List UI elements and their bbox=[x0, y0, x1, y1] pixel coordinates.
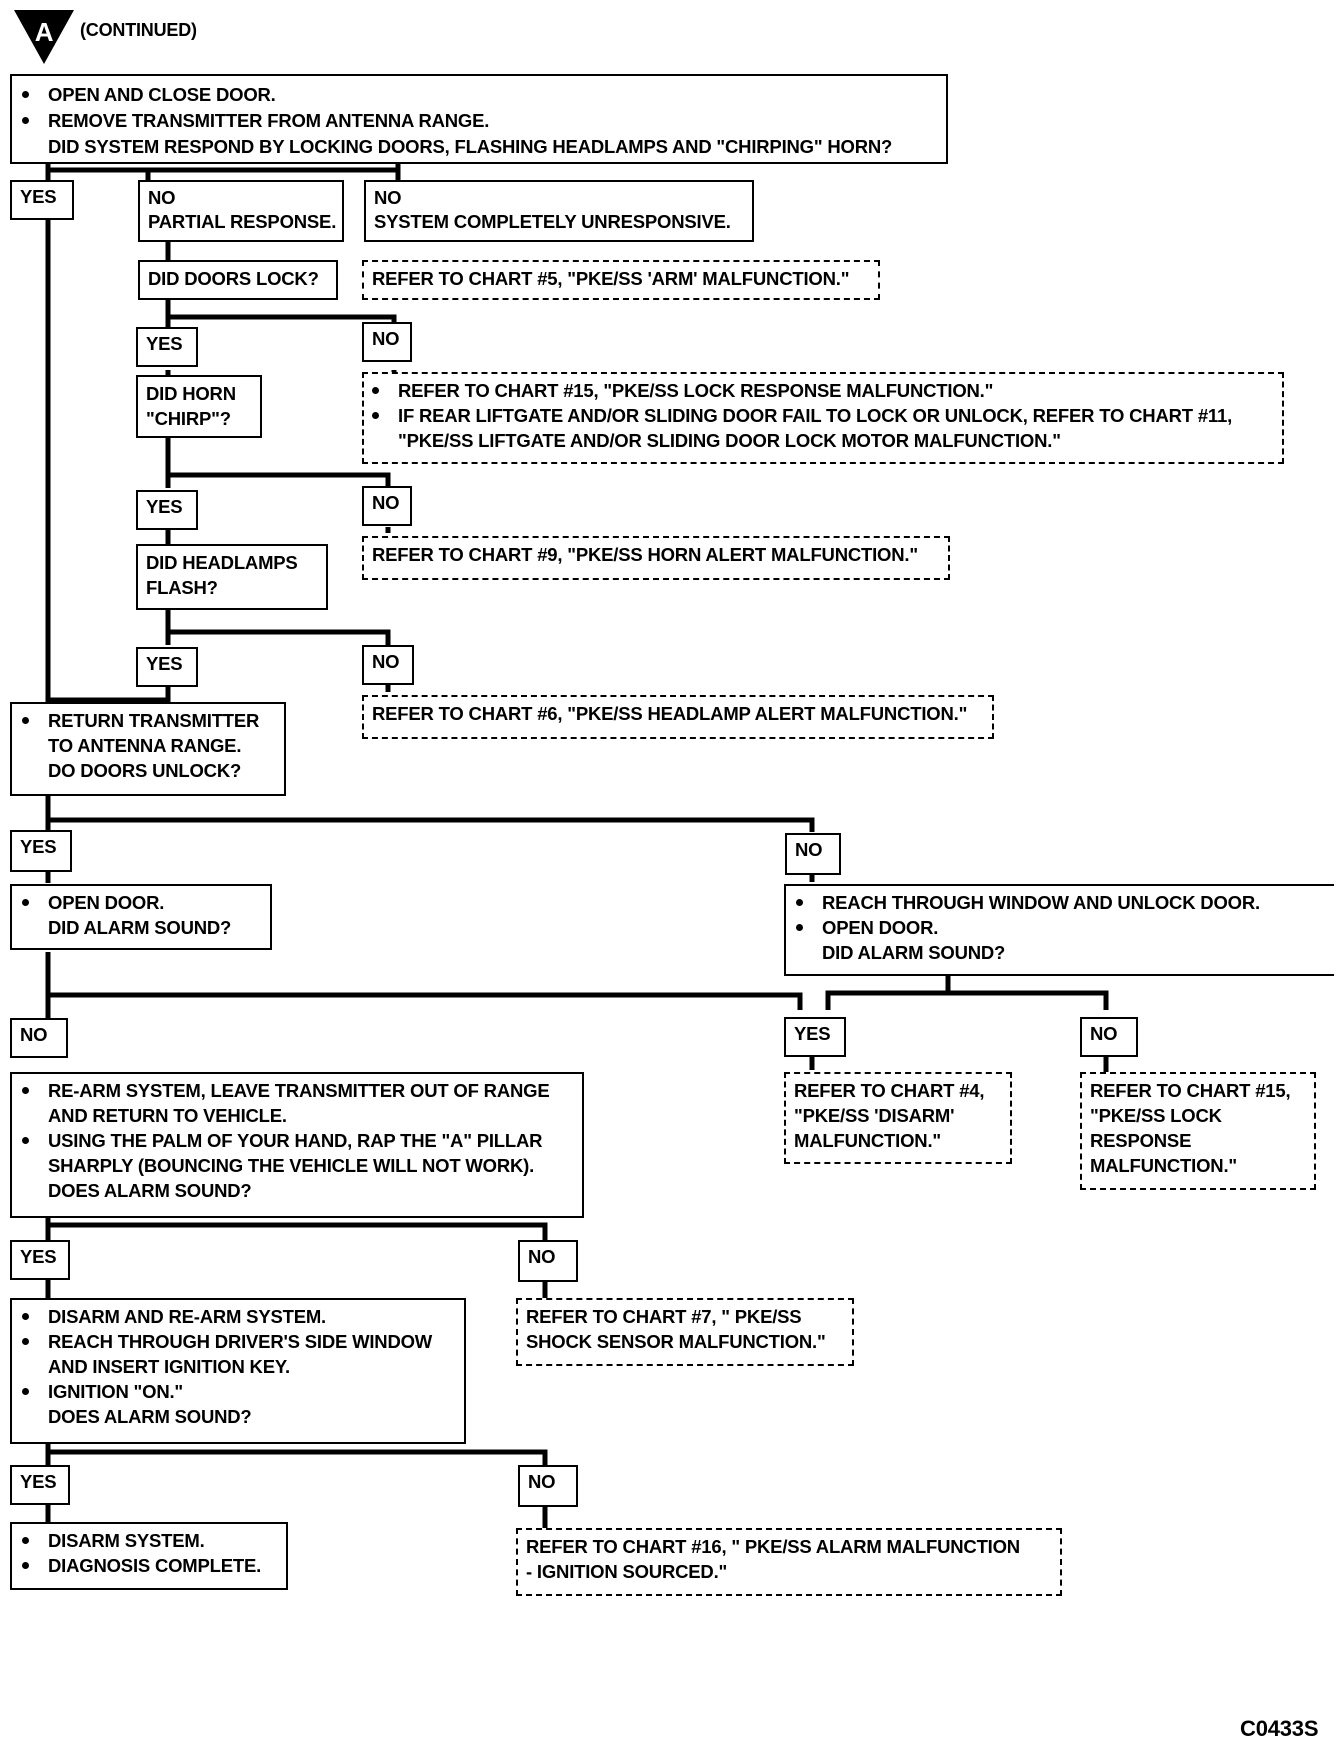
box-line: "CHIRP"? bbox=[146, 408, 231, 429]
ref-chart-9-text: REFER TO CHART #9, "PKE/SS HORN ALERT MA… bbox=[372, 544, 918, 565]
yes-label: YES bbox=[10, 1240, 70, 1280]
box-line: RESPONSE bbox=[1090, 1130, 1192, 1151]
no-unresponsive-box: NO SYSTEM COMPLETELY UNRESPONSIVE. bbox=[364, 180, 754, 242]
box-line: - IGNITION SOURCED." bbox=[526, 1561, 728, 1582]
did-horn-chirp-box: DID HORN "CHIRP"? bbox=[136, 375, 262, 438]
no-label: NO bbox=[518, 1465, 578, 1507]
bullet-line: DISARM SYSTEM. bbox=[20, 1528, 278, 1553]
bullet-line: USING THE PALM OF YOUR HAND, RAP THE "A"… bbox=[20, 1128, 574, 1153]
bullet-line: REFER TO CHART #15, "PKE/SS LOCK RESPONS… bbox=[370, 378, 1274, 403]
box-line: AND RETURN TO VEHICLE. bbox=[48, 1105, 287, 1126]
box-line: REFER TO CHART #7, " PKE/SS bbox=[526, 1306, 802, 1327]
box-line: MALFUNCTION." bbox=[794, 1130, 941, 1151]
no-partial-box: NO PARTIAL RESPONSE. bbox=[138, 180, 344, 242]
box-line: SHARPLY (BOUNCING THE VEHICLE WILL NOT W… bbox=[48, 1155, 535, 1176]
bullet-line: RE-ARM SYSTEM, LEAVE TRANSMITTER OUT OF … bbox=[20, 1078, 574, 1103]
bullet-line: OPEN DOOR. bbox=[794, 915, 1326, 940]
bullet-line: DISARM AND RE-ARM SYSTEM. bbox=[20, 1304, 456, 1329]
rearm-system-box: RE-ARM SYSTEM, LEAVE TRANSMITTER OUT OF … bbox=[10, 1072, 584, 1218]
bullet-line: IGNITION "ON." bbox=[20, 1379, 456, 1404]
ref-chart-5: REFER TO CHART #5, "PKE/SS 'ARM' MALFUNC… bbox=[362, 260, 880, 300]
ref-chart-6-text: REFER TO CHART #6, "PKE/SS HEADLAMP ALER… bbox=[372, 703, 968, 724]
box-line: "PKE/SS 'DISARM' bbox=[794, 1105, 955, 1126]
yes-label: YES bbox=[10, 830, 72, 872]
yes-label: YES bbox=[10, 1465, 70, 1505]
box-line: FLASH? bbox=[146, 577, 218, 598]
box-line: SHOCK SENSOR MALFUNCTION." bbox=[526, 1331, 826, 1352]
bullet-line: REACH THROUGH WINDOW AND UNLOCK DOOR. bbox=[794, 890, 1326, 915]
did-doors-lock-box: DID DOORS LOCK? bbox=[138, 260, 338, 300]
yes-label: YES bbox=[136, 490, 198, 530]
no-label: NO bbox=[362, 486, 412, 526]
disarm-rearm-box: DISARM AND RE-ARM SYSTEM.REACH THROUGH D… bbox=[10, 1298, 466, 1444]
ref-chart-15-lock-response: REFER TO CHART #15, "PKE/SS LOCK RESPONS… bbox=[362, 372, 1284, 464]
box-line: "PKE/SS LIFTGATE AND/OR SLIDING DOOR LOC… bbox=[398, 430, 1061, 451]
box-line: REFER TO CHART #4, bbox=[794, 1080, 985, 1101]
yes-label: YES bbox=[136, 647, 198, 687]
box-line: NO bbox=[374, 187, 402, 208]
ref-chart-6: REFER TO CHART #6, "PKE/SS HEADLAMP ALER… bbox=[362, 695, 994, 739]
did-doors-lock-text: DID DOORS LOCK? bbox=[148, 268, 319, 289]
continued-label: (CONTINUED) bbox=[80, 20, 197, 40]
diagnosis-complete-box: DISARM SYSTEM.DIAGNOSIS COMPLETE. bbox=[10, 1522, 288, 1590]
box-line: NO bbox=[148, 187, 176, 208]
box-line: DO DOORS UNLOCK? bbox=[48, 760, 242, 781]
box-line: REFER TO CHART #15, bbox=[1090, 1080, 1291, 1101]
continued-marker-icon: A bbox=[14, 10, 74, 64]
box-line: DID ALARM SOUND? bbox=[48, 917, 232, 938]
ref-chart-9: REFER TO CHART #9, "PKE/SS HORN ALERT MA… bbox=[362, 536, 950, 580]
q1-box: OPEN AND CLOSE DOOR.REMOVE TRANSMITTER F… bbox=[10, 74, 948, 164]
did-headlamps-flash-box: DID HEADLAMPS FLASH? bbox=[136, 544, 328, 610]
no-label: NO bbox=[518, 1240, 578, 1282]
box-line: TO ANTENNA RANGE. bbox=[48, 735, 242, 756]
box-line: PARTIAL RESPONSE. bbox=[148, 211, 337, 232]
no-label: NO bbox=[785, 833, 841, 875]
reach-through-window-box: REACH THROUGH WINDOW AND UNLOCK DOOR.OPE… bbox=[784, 884, 1334, 976]
bullet-line: RETURN TRANSMITTER bbox=[20, 708, 276, 733]
box-line: DID HEADLAMPS bbox=[146, 552, 298, 573]
box-line: REFER TO CHART #16, " PKE/SS ALARM MALFU… bbox=[526, 1536, 1020, 1557]
ref-chart-16: REFER TO CHART #16, " PKE/SS ALARM MALFU… bbox=[516, 1528, 1062, 1596]
bullet-line: REMOVE TRANSMITTER FROM ANTENNA RANGE. bbox=[20, 108, 938, 134]
box-line: DID SYSTEM RESPOND BY LOCKING DOORS, FLA… bbox=[48, 136, 893, 157]
box-line: DID HORN bbox=[146, 383, 236, 404]
bullet-line: DIAGNOSIS COMPLETE. bbox=[20, 1553, 278, 1578]
no-label: NO bbox=[1080, 1017, 1138, 1057]
box-line: SYSTEM COMPLETELY UNRESPONSIVE. bbox=[374, 211, 731, 232]
box-line: "PKE/SS LOCK bbox=[1090, 1105, 1222, 1126]
no-label: NO bbox=[362, 645, 414, 685]
bullet-line: OPEN AND CLOSE DOOR. bbox=[20, 82, 938, 108]
yes-label: YES bbox=[10, 180, 74, 220]
yes-label: YES bbox=[136, 327, 198, 367]
box-line: DOES ALARM SOUND? bbox=[48, 1180, 252, 1201]
box-line: DOES ALARM SOUND? bbox=[48, 1406, 252, 1427]
open-door-box: OPEN DOOR.DID ALARM SOUND? bbox=[10, 884, 272, 950]
box-line: AND INSERT IGNITION KEY. bbox=[48, 1356, 290, 1377]
box-line: MALFUNCTION." bbox=[1090, 1155, 1237, 1176]
no-label: NO bbox=[362, 322, 412, 362]
ref-chart-15-lock-response-b: REFER TO CHART #15, "PKE/SS LOCK RESPONSE M… bbox=[1080, 1072, 1316, 1190]
box-line: DID ALARM SOUND? bbox=[822, 942, 1006, 963]
ref-chart-4: REFER TO CHART #4, "PKE/SS 'DISARM' MALFUN… bbox=[784, 1072, 1012, 1164]
ref-chart-5-text: REFER TO CHART #5, "PKE/SS 'ARM' MALFUNC… bbox=[372, 268, 850, 289]
bullet-line: OPEN DOOR. bbox=[20, 890, 262, 915]
marker-letter: A bbox=[35, 17, 54, 47]
bullet-line: REACH THROUGH DRIVER'S SIDE WINDOW bbox=[20, 1329, 456, 1354]
no-label: NO bbox=[10, 1018, 68, 1058]
yes-label: YES bbox=[784, 1017, 846, 1057]
figure-code: C0433S bbox=[1240, 1716, 1319, 1741]
bullet-line: IF REAR LIFTGATE AND/OR SLIDING DOOR FAI… bbox=[370, 403, 1274, 428]
ref-chart-7: REFER TO CHART #7, " PKE/SS SHOCK SENSOR … bbox=[516, 1298, 854, 1366]
